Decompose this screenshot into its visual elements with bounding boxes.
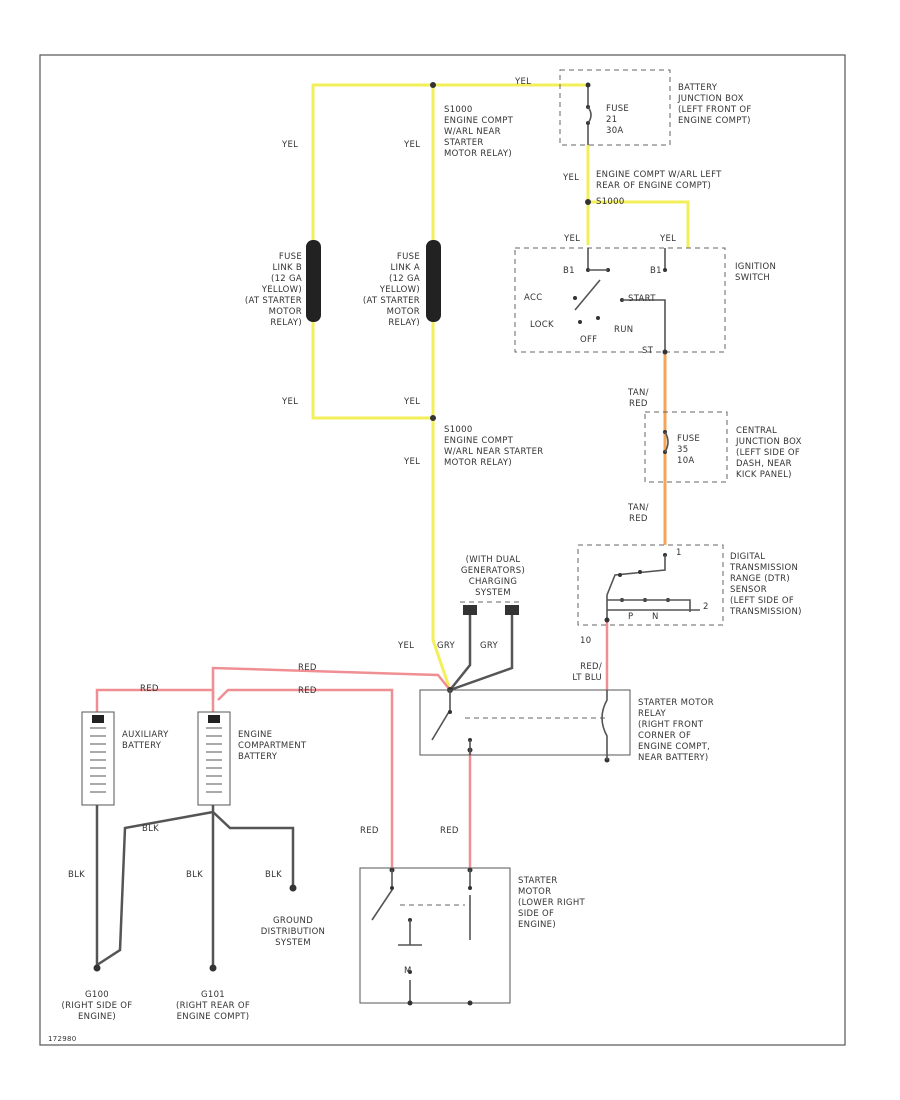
ign-pos-b1: B1 — [650, 266, 662, 276]
wire-label-yel: YEL — [515, 77, 532, 87]
fuse-link-a — [426, 240, 441, 322]
wire-label-red: RED — [298, 686, 317, 696]
wire-label-blk: BLK — [142, 824, 160, 834]
ign-pin-st: ST — [642, 346, 654, 356]
wire-label-yel: YEL — [404, 457, 421, 467]
ign-pos-start: START — [628, 294, 656, 304]
charging-system-connector — [460, 601, 522, 615]
wire-label-yel: YEL — [398, 641, 415, 651]
wire-label-red: RED — [440, 826, 459, 836]
starter-motor-box — [359, 867, 511, 1006]
ign-pos-b1: B1 — [563, 266, 575, 276]
wire-label-yel: YEL — [282, 140, 299, 150]
wire-label-tan-red: TAN/RED — [628, 503, 649, 524]
dtr-pin-n: N — [652, 612, 659, 622]
wire-label-yel: YEL — [564, 234, 581, 244]
central-junction-box — [644, 411, 728, 483]
splice-points — [93, 82, 610, 972]
wire-label-yel: YEL — [282, 397, 299, 407]
diagram-border — [39, 54, 846, 1046]
wire-label-tan-red: TAN/RED — [628, 388, 649, 409]
wire-label-red: RED — [298, 663, 317, 673]
wire-label-red: RED — [360, 826, 379, 836]
wire-label-red: RED — [140, 684, 159, 694]
ground-wires — [95, 615, 514, 968]
wire-label-blk: BLK — [265, 870, 283, 880]
starter-pin-m: M — [404, 966, 412, 976]
diagram-footer-code: 172980 — [48, 1035, 77, 1043]
wire-label-gry: GRY — [437, 641, 456, 651]
wire-label-blk: BLK — [186, 870, 204, 880]
wire-label-blk: BLK — [68, 870, 86, 880]
wire-label-yel: YEL — [660, 234, 677, 244]
ign-pos-lock: LOCK — [530, 320, 554, 330]
dtr-pin-top: 1 — [676, 548, 682, 558]
red-wires — [95, 620, 609, 870]
wire-label-yel: YEL — [563, 173, 580, 183]
splice-label-top: S1000 — [596, 197, 625, 207]
engine-battery-symbol — [197, 711, 231, 806]
dtr-sensor-box — [577, 544, 724, 626]
auxiliary-battery-symbol — [81, 711, 115, 806]
wire-label-yel: YEL — [404, 397, 421, 407]
wire-label-gry: GRY — [480, 641, 499, 651]
dtr-pin-p: P — [628, 612, 634, 622]
ignition-switch-box — [514, 247, 726, 355]
ign-pos-acc: ACC — [524, 293, 543, 303]
starter-relay-box — [419, 689, 631, 760]
wire-label-red-ltblu: RED/LT BLU — [572, 662, 602, 683]
fuse-link-b — [306, 240, 321, 322]
ign-pos-off: OFF — [580, 335, 598, 345]
wire-label-yel: YEL — [404, 140, 421, 150]
pin-label-10: 10 — [580, 636, 592, 646]
battery-junction-box — [559, 69, 671, 146]
dtr-pin-2: 2 — [703, 602, 709, 612]
ign-pos-run: RUN — [614, 325, 634, 335]
